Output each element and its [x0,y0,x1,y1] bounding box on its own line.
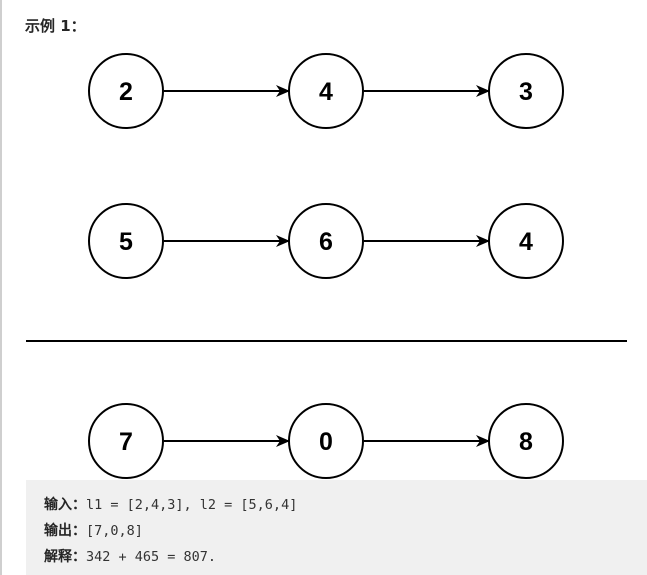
explanation-line: 解释：342 + 465 = 807. [44,544,647,570]
input-value: l1 = [2,4,3], l2 = [5,6,4] [86,497,298,513]
node-value: 8 [519,428,533,456]
node-value: 7 [119,428,133,456]
node-value: 3 [519,78,533,106]
node-circle [288,203,364,279]
node-circle [488,203,564,279]
node-value: 5 [119,228,133,256]
output-label: 输出： [44,523,86,539]
node-circle [288,53,364,129]
explanation-value: 342 + 465 = 807. [86,549,217,565]
node-value: 6 [319,228,333,256]
node-value: 4 [519,228,533,256]
explanation-label: 解释： [44,549,86,565]
node-circle [88,53,164,129]
list-row-l2: 5 6 4 [88,203,564,279]
example-code-block: 输入：l1 = [2,4,3], l2 = [5,6,4] 输出：[7,0,8]… [26,480,647,575]
linked-list-diagram: 2 4 3 5 6 4 7 0 8 [26,53,627,479]
node-value: 4 [319,78,333,106]
node-circle [288,403,364,479]
output-value: [7,0,8] [86,523,143,539]
node-value: 0 [319,428,333,456]
input-line: 输入：l1 = [2,4,3], l2 = [5,6,4] [44,492,647,518]
example-title: 示例 1： [25,17,86,35]
node-circle [488,403,564,479]
list-row-result: 7 0 8 [88,403,564,479]
node-circle [88,203,164,279]
node-value: 2 [119,78,133,106]
input-label: 输入： [44,497,86,513]
node-circle [88,403,164,479]
output-line: 输出：[7,0,8] [44,518,647,544]
list-row-l1: 2 4 3 [88,53,564,129]
node-circle [488,53,564,129]
left-border [0,0,2,575]
